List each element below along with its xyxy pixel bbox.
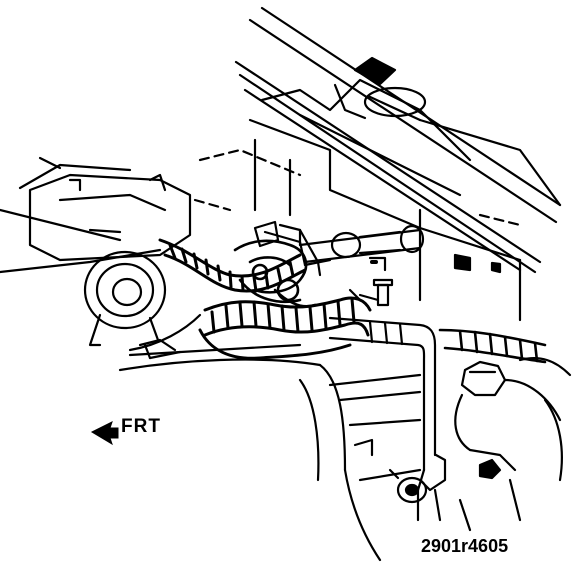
firewall-panel — [193, 118, 522, 322]
ribbed-hose-right — [438, 328, 547, 364]
cowl-panel — [234, 6, 562, 274]
corrugated-hose-upper — [158, 238, 307, 293]
front-direction-label: FRT — [121, 416, 161, 437]
hose-cluster-center — [233, 239, 317, 308]
lower-fitting — [388, 468, 428, 504]
hose-lower-left — [128, 313, 202, 360]
ac-pipe-main — [328, 316, 447, 522]
cowl-vent-detail — [333, 56, 427, 122]
hose-bracket — [253, 220, 332, 277]
air-intake-box — [28, 173, 192, 262]
reservoir-cap — [454, 357, 572, 532]
service-valve — [348, 278, 394, 307]
intake-duct — [83, 250, 167, 347]
figure-id: 2901r4605 — [421, 536, 509, 556]
ac-line-fitting — [298, 224, 425, 272]
left-arrow-icon — [90, 421, 119, 446]
engine-block — [118, 338, 422, 562]
